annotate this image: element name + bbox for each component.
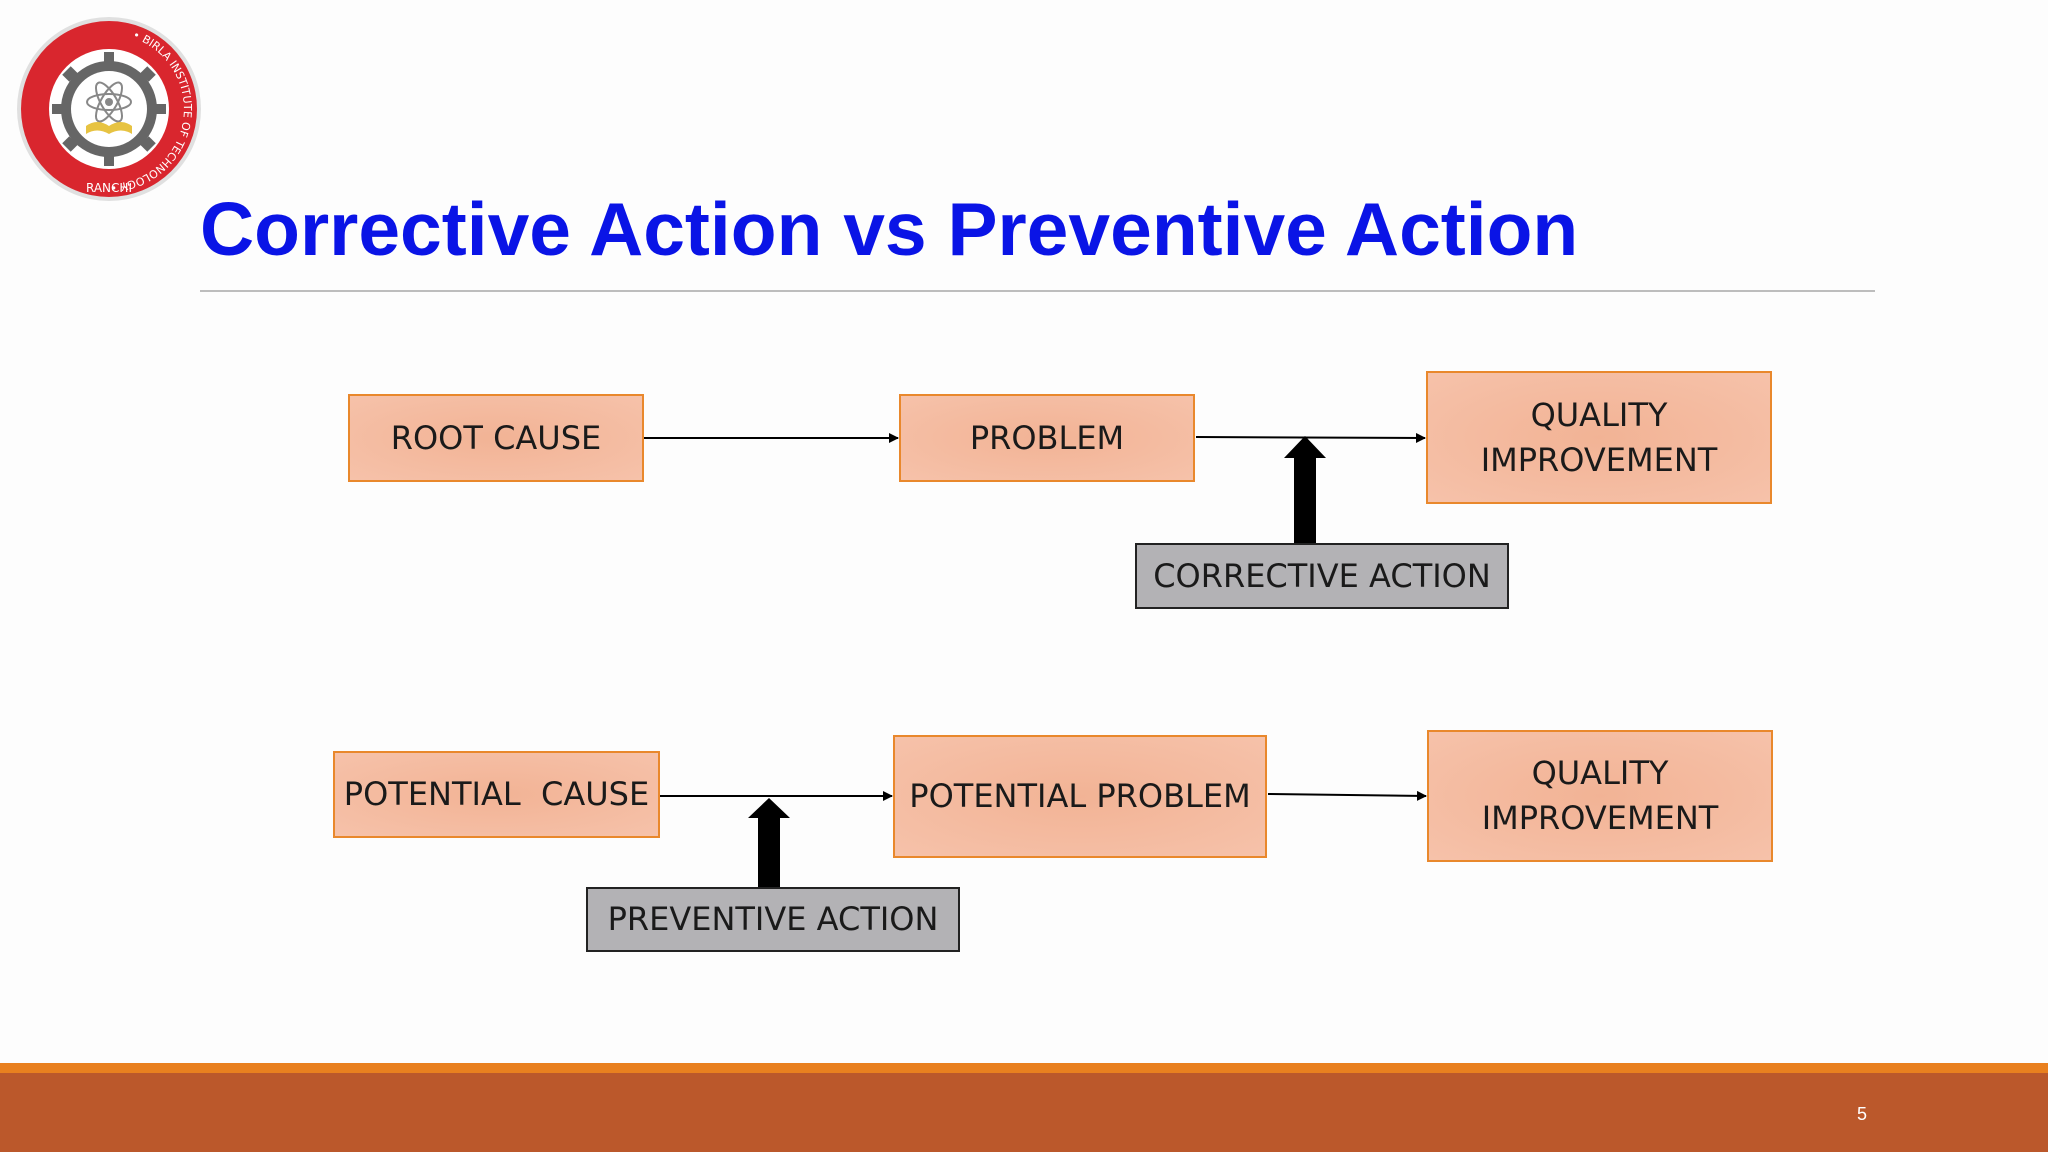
title-divider	[200, 290, 1875, 292]
corrective-action-box: CORRECTIVE ACTION	[1135, 543, 1509, 609]
quality-improvement-label-2: QUALITY IMPROVEMENT	[1481, 754, 1719, 837]
potential-cause-box: POTENTIAL CAUSE	[333, 751, 660, 838]
potential-problem-label: POTENTIAL PROBLEM	[909, 777, 1251, 816]
quality-improvement-label-1: QUALITY IMPROVEMENT	[1480, 395, 1718, 479]
corrective-action-up-arrow	[1284, 436, 1326, 544]
problem-label: PROBLEM	[969, 418, 1125, 457]
page-number: 5	[1856, 1104, 1867, 1124]
arrow-potential-problem-to-quality	[1267, 790, 1427, 801]
arrow-problem-to-quality	[1195, 432, 1426, 443]
quality-improvement-box-1: QUALITY IMPROVEMENT	[1426, 371, 1772, 504]
potential-cause-label: POTENTIAL CAUSE	[343, 775, 650, 814]
root-cause-label: ROOT CAUSE	[390, 418, 602, 457]
institute-logo: • BIRLA INSTITUTE OF TECHNOLOGY • RANCHI	[17, 17, 201, 201]
corrective-action-label: CORRECTIVE ACTION	[1153, 556, 1491, 595]
slide-title: Corrective Action vs Preventive Action	[200, 187, 1579, 271]
preventive-action-box: PREVENTIVE ACTION	[586, 887, 960, 952]
preventive-action-up-arrow	[748, 798, 790, 888]
footer-accent-line	[0, 1063, 2048, 1073]
quality-improvement-box-2: QUALITY IMPROVEMENT	[1427, 730, 1773, 862]
footer-bar	[0, 1073, 2048, 1152]
preventive-action-label: PREVENTIVE ACTION	[607, 900, 939, 939]
svg-text:RANCHI: RANCHI	[86, 181, 132, 195]
potential-problem-box: POTENTIAL PROBLEM	[893, 735, 1267, 858]
root-cause-box: ROOT CAUSE	[348, 394, 644, 482]
problem-box: PROBLEM	[899, 394, 1195, 482]
